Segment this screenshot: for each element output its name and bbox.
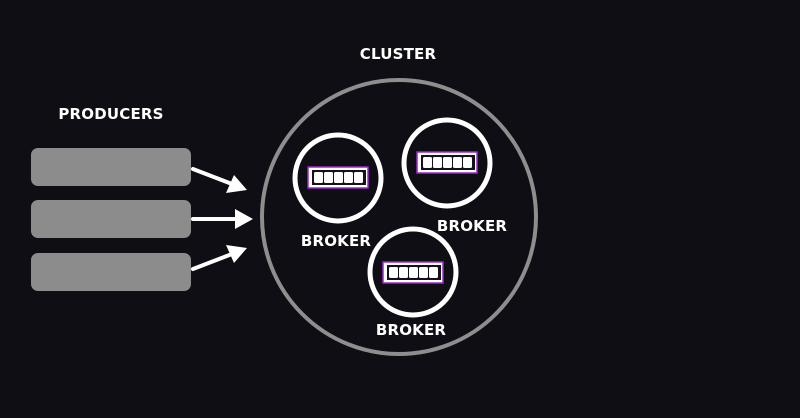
producer-box-2 bbox=[31, 200, 191, 238]
broker-ring bbox=[292, 132, 384, 224]
broker-label-1: BROKER bbox=[300, 232, 372, 250]
right-arrow-icon bbox=[191, 209, 253, 229]
broker-node-1 bbox=[292, 132, 384, 224]
right-arrow-icon bbox=[191, 167, 247, 193]
broker-ring bbox=[401, 117, 493, 209]
broker-node-3 bbox=[367, 226, 459, 318]
producer-box-3 bbox=[31, 253, 191, 291]
producer-box-1 bbox=[31, 148, 191, 186]
broker-label-3: BROKER bbox=[375, 321, 447, 339]
cluster-title: CLUSTER bbox=[359, 45, 437, 63]
broker-label-2: BROKER bbox=[436, 217, 508, 235]
broker-ring bbox=[367, 226, 459, 318]
partition-queue-icon bbox=[307, 166, 369, 189]
partition-queue-icon bbox=[416, 151, 478, 174]
cluster-ring bbox=[260, 78, 538, 356]
producers-title: PRODUCERS bbox=[58, 105, 164, 123]
partition-queue-icon bbox=[382, 261, 444, 284]
right-arrow-icon bbox=[191, 245, 247, 271]
broker-node-2 bbox=[401, 117, 493, 209]
